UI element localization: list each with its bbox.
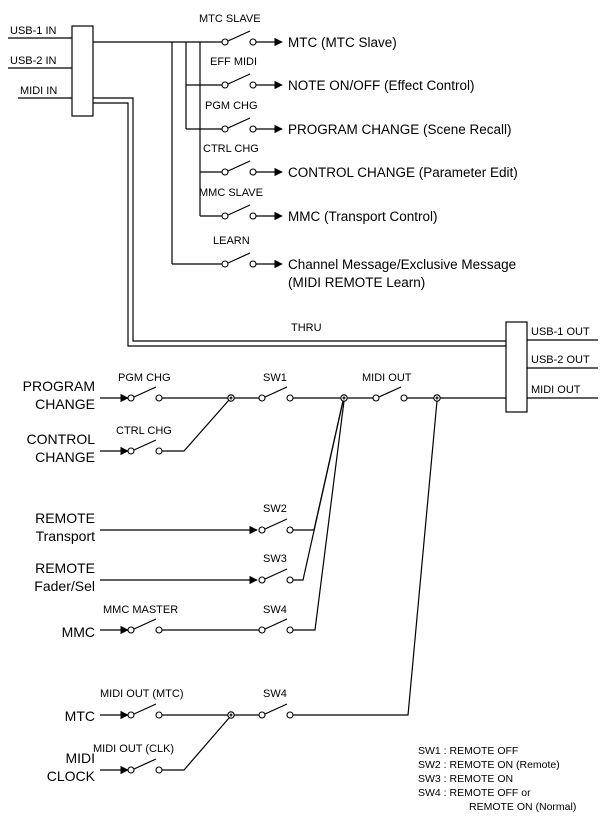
- src-program-label-1: PROGRAM: [23, 378, 95, 394]
- learn-label: LEARN: [213, 235, 250, 247]
- switch-sw4-mtc: [258, 703, 294, 719]
- sw4-mmc-label: SW4: [263, 604, 287, 616]
- output-section: USB-1 OUT USB-2 OUT MIDI OUT: [505, 321, 598, 413]
- switch-pgm-chg-in: [221, 117, 283, 134]
- midi-out-mtc-label: MIDI OUT (MTC): [100, 688, 184, 700]
- switch-pgm-chg-out: [127, 386, 163, 402]
- output-merge-box: [505, 321, 528, 413]
- src-remote-transport-1: REMOTE: [35, 510, 95, 526]
- src-program-label-2: CHANGE: [35, 396, 95, 412]
- sw3-label: SW3: [263, 553, 287, 565]
- midi-out-port-label: MIDI OUT: [531, 384, 581, 396]
- switch-sw3: [258, 568, 294, 584]
- switch-legend: SW1 : REMOTE OFF SW2 : REMOTE ON (Remote…: [418, 745, 576, 813]
- midi-in-label: MIDI IN: [20, 85, 57, 97]
- usb1-out-label: USB-1 OUT: [531, 326, 590, 338]
- switch-midi-out: [372, 386, 408, 402]
- midi-out-switch-label: MIDI OUT: [362, 372, 412, 384]
- sw1-label: SW1: [263, 372, 287, 384]
- ctrl-chg-in-label: CTRL CHG: [203, 143, 259, 155]
- src-remote-transport-2: Transport: [36, 528, 96, 544]
- switch-midi-out-clk: [127, 758, 163, 774]
- legend-sw2: SW2 : REMOTE ON (Remote): [418, 759, 560, 771]
- usb2-out-label: USB-2 OUT: [531, 354, 590, 366]
- legend-sw4: SW4 : REMOTE OFF or: [418, 787, 531, 799]
- switch-mmc-master: [127, 618, 163, 634]
- switch-learn: [221, 252, 283, 269]
- src-control-label-1: CONTROL: [27, 431, 96, 447]
- src-remote-fader-2: Fader/Sel: [34, 578, 95, 594]
- src-control-label-2: CHANGE: [35, 449, 95, 465]
- output-routing: PROGRAM CHANGE CONTROL CHANGE REMOTE Tra…: [23, 372, 506, 784]
- ctrl-chg-out-label: CTRL CHG: [116, 425, 172, 437]
- dest-channel-message: Channel Message/Exclusive Message: [288, 257, 516, 272]
- input-section: USB-1 IN USB-2 IN MIDI IN: [8, 13, 518, 290]
- usb2-in-label: USB-2 IN: [10, 55, 57, 67]
- midi-out-clk-label: MIDI OUT (CLK): [93, 743, 174, 755]
- switch-sw2: [258, 518, 294, 534]
- switch-eff-midi: [221, 73, 283, 90]
- src-mtc: MTC: [65, 708, 95, 724]
- dest-control-change: CONTROL CHANGE (Parameter Edit): [288, 165, 518, 180]
- thru-path: THRU: [93, 97, 506, 347]
- src-remote-fader-1: REMOTE: [35, 560, 95, 576]
- switch-ctrl-chg-in: [221, 160, 283, 177]
- pgm-chg-out-label: PGM CHG: [118, 372, 171, 384]
- dest-midi-remote-learn: (MIDI REMOTE Learn): [288, 275, 425, 290]
- input-merge-box: [71, 25, 94, 117]
- switch-midi-out-mtc: [127, 703, 163, 719]
- switch-mtc-slave: [221, 30, 283, 47]
- legend-sw1: SW1 : REMOTE OFF: [418, 745, 518, 757]
- dest-mmc: MMC (Transport Control): [288, 209, 438, 224]
- src-midi-clock-2: CLOCK: [47, 768, 96, 784]
- mmc-slave-label: MMC SLAVE: [199, 187, 263, 199]
- eff-midi-label: EFF MIDI: [210, 56, 257, 68]
- mtc-slave-label: MTC SLAVE: [199, 13, 261, 25]
- legend-sw4-cont: REMOTE ON (Normal): [469, 801, 576, 813]
- src-mmc: MMC: [62, 624, 95, 640]
- thru-label: THRU: [291, 322, 322, 334]
- dest-note-on-off: NOTE ON/OFF (Effect Control): [288, 78, 475, 93]
- switch-sw1: [258, 386, 294, 402]
- switch-mmc-slave: [221, 204, 283, 221]
- switch-sw4-mmc: [258, 618, 294, 634]
- legend-sw3: SW3 : REMOTE ON: [418, 773, 513, 785]
- dest-program-change: PROGRAM CHANGE (Scene Recall): [288, 122, 512, 137]
- usb1-in-label: USB-1 IN: [10, 25, 57, 37]
- mmc-master-label: MMC MASTER: [103, 604, 178, 616]
- sw2-label: SW2: [263, 503, 287, 515]
- dest-mtc: MTC (MTC Slave): [288, 35, 397, 50]
- src-midi-clock-1: MIDI: [65, 750, 95, 766]
- pgm-chg-in-label: PGM CHG: [205, 100, 258, 112]
- sw4-mtc-label: SW4: [263, 688, 287, 700]
- switch-ctrl-chg-out: [127, 439, 163, 455]
